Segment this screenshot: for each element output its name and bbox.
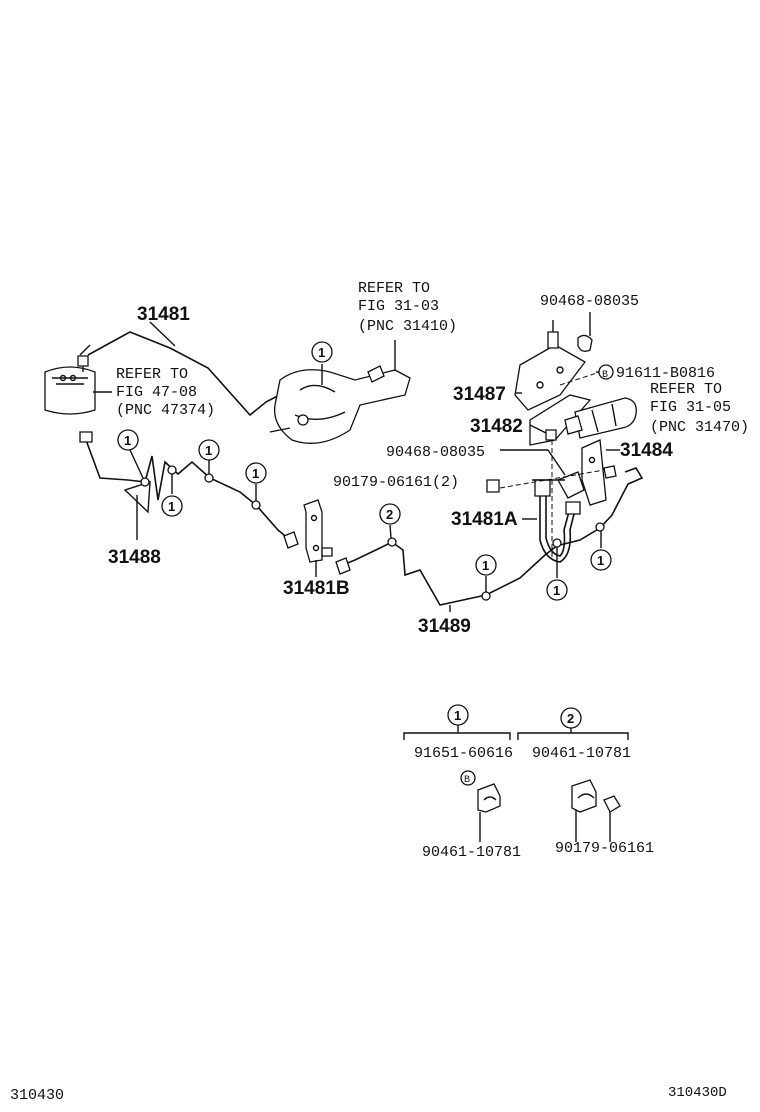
label-90468-top: 90468-08035 xyxy=(540,293,639,310)
label-31487: 31487 xyxy=(453,384,506,405)
legend-g1-part-b: 90461-10781 xyxy=(422,844,521,861)
callout-1-mid: 1 xyxy=(482,558,489,573)
label-91611: 91611-B0816 xyxy=(616,365,715,382)
leader-31482 xyxy=(529,424,547,434)
callout-1-right: 1 xyxy=(597,553,604,568)
legend-g2-part-b: 90179-06161 xyxy=(555,840,654,857)
fitting-31488 xyxy=(79,431,93,443)
ref47-line2: FIG 47-08 xyxy=(116,384,197,401)
footer-left-code: 310430 xyxy=(10,1087,64,1104)
label-90468-mid: 90468-08035 xyxy=(386,444,485,461)
release-cylinder-part xyxy=(564,397,637,439)
reservoir-part xyxy=(44,344,96,415)
line-31489 xyxy=(339,541,559,606)
clip-90468-mid xyxy=(557,471,585,499)
legend-clip-1 xyxy=(460,770,501,842)
legend-key-1: 1 xyxy=(454,708,461,723)
legend-g1-part-a: 91651-60616 xyxy=(414,745,513,762)
legend-callout-b: B xyxy=(464,775,470,786)
label-90179-2: 90179-06161(2) xyxy=(333,474,459,491)
clip-90468-top xyxy=(577,334,593,352)
ref3105-line1: REFER TO xyxy=(650,381,722,398)
ref3105-line3: (PNC 31470) xyxy=(650,419,749,436)
line-31488 xyxy=(85,439,291,541)
bracket-31484 xyxy=(581,439,607,506)
master-cylinder-part xyxy=(269,365,411,444)
label-31482: 31482 xyxy=(470,416,523,437)
nut-90179 xyxy=(486,479,500,493)
legend-clip-2 xyxy=(571,779,621,842)
hose-31481 xyxy=(87,331,286,417)
ref47-line1: REFER TO xyxy=(116,366,188,383)
callout-b-top: B xyxy=(602,370,608,381)
nut-31482 xyxy=(545,429,557,441)
label-31481a: 31481A xyxy=(451,509,518,530)
legend xyxy=(403,704,629,740)
label-31489: 31489 xyxy=(418,616,471,637)
bolt-top xyxy=(547,331,559,349)
line-right xyxy=(559,467,644,546)
callout-1-left-c: 1 xyxy=(205,443,212,458)
ref3103-line2: FIG 31-03 xyxy=(358,298,439,315)
legend-g2-part-a: 90461-10781 xyxy=(532,745,631,762)
leader-31481 xyxy=(149,321,176,347)
label-31488: 31488 xyxy=(108,547,161,568)
hose-31481a xyxy=(539,490,576,563)
callout-1-hose: 1 xyxy=(553,583,560,598)
label-31484: 31484 xyxy=(620,440,673,461)
callout-1-mastercyl: 1 xyxy=(318,345,325,360)
legend-key-2: 2 xyxy=(567,711,574,726)
label-31481b: 31481B xyxy=(283,578,350,599)
callout-1-left-b: 1 xyxy=(168,499,175,514)
callout-circles xyxy=(117,341,612,601)
ref3103-line3: (PNC 31410) xyxy=(358,318,457,335)
callout-1-left-d: 1 xyxy=(252,466,259,481)
ref3103-line1: REFER TO xyxy=(358,280,430,297)
callout-1-left-a: 1 xyxy=(124,433,131,448)
bracket-31481b xyxy=(303,499,333,563)
callout-2-mid: 2 xyxy=(386,507,393,522)
ref47-line3: (PNC 47374) xyxy=(116,402,215,419)
ref3105-line2: FIG 31-05 xyxy=(650,399,731,416)
callout-b-circle-top xyxy=(598,364,614,380)
footer-right-code: 310430D xyxy=(668,1085,727,1101)
label-31481: 31481 xyxy=(137,304,190,325)
